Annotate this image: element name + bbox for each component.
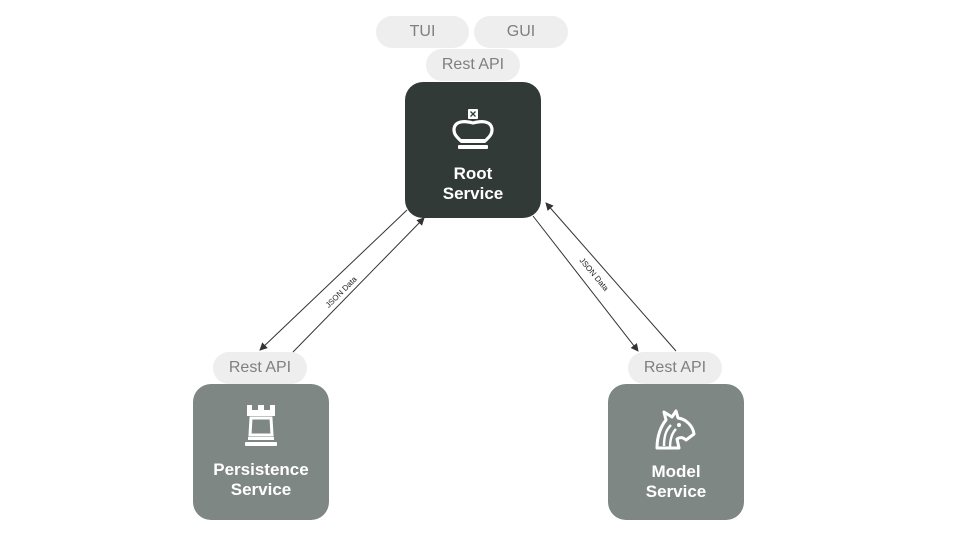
root-to-model-arrow xyxy=(532,215,639,352)
model-rest-api-label: Rest API xyxy=(643,359,707,376)
root-service-node: Root Service xyxy=(405,82,541,218)
root-to-persistence-arrow xyxy=(259,209,408,351)
tui-label: TUI xyxy=(409,23,436,40)
model-to-root-arrow xyxy=(545,202,677,352)
root-title-line1: Root xyxy=(453,164,493,183)
model-service-node: Model Service xyxy=(608,384,744,520)
model-rest-api-pill: Rest API xyxy=(628,352,722,384)
root-service-title: Root Service xyxy=(443,164,504,204)
persistence-service-node: Persistence Service xyxy=(193,384,329,520)
persistence-title-line2: Service xyxy=(230,480,292,499)
gui-pill: GUI xyxy=(474,16,568,48)
persistence-rest-api-label: Rest API xyxy=(228,359,292,376)
model-title-line1: Model xyxy=(651,462,701,481)
root-rest-api-label: Rest API xyxy=(441,56,505,73)
right-edge-label: JSON Data xyxy=(577,256,610,293)
persistence-service-title: Persistence Service xyxy=(213,460,308,500)
model-service-title: Model Service xyxy=(646,462,707,502)
model-title-line2: Service xyxy=(645,482,707,501)
tui-pill: TUI xyxy=(376,16,469,48)
persistence-rest-api-pill: Rest API xyxy=(213,352,307,384)
gui-label: GUI xyxy=(506,23,536,40)
chess-rook-icon xyxy=(245,405,277,446)
persistence-to-root-arrow xyxy=(292,217,425,353)
chess-knight-icon xyxy=(655,409,696,450)
root-rest-api-pill: Rest API xyxy=(426,49,520,81)
persistence-title-line1: Persistence xyxy=(213,460,309,479)
root-title-line2: Service xyxy=(442,184,504,203)
left-edge-label: JSON Data xyxy=(324,274,359,309)
chess-king-icon xyxy=(452,109,494,149)
